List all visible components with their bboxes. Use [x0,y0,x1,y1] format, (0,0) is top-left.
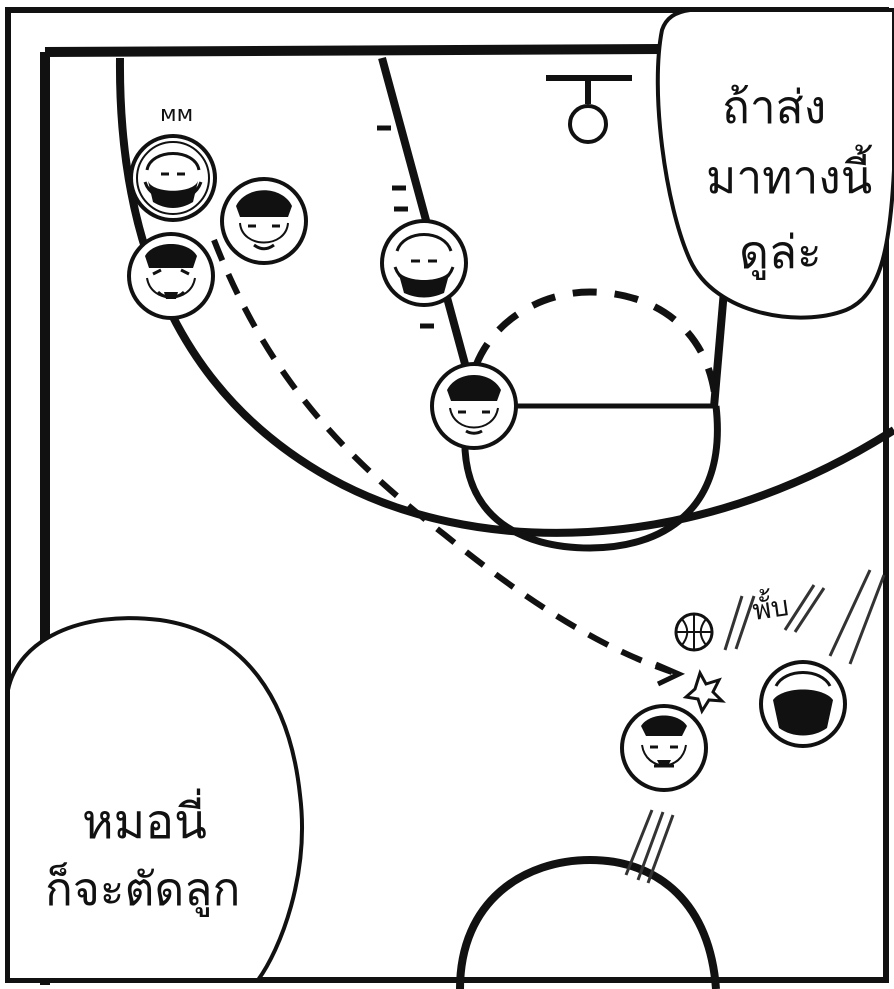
hoop [570,106,606,142]
player-portrait [131,136,215,220]
bubble-line-3: ดูล่ะ [739,225,822,280]
player-portrait [129,234,213,318]
player-portrait [222,179,306,263]
bubble-line-2: ก็จะตัดลูก [45,862,240,917]
player-portrait [761,662,845,746]
hair-squiggle-text: ᴍᴍ [160,102,193,127]
bubble-line-1: หมอนี่ [82,788,207,850]
player-portrait [382,221,466,305]
player-portrait [432,364,516,448]
bubble-line-2: มาทางนี้ [706,144,873,204]
player-portrait [622,706,706,790]
bubble-line-1: ถ้าส่ง [722,80,826,134]
basketball-icon [676,614,712,650]
